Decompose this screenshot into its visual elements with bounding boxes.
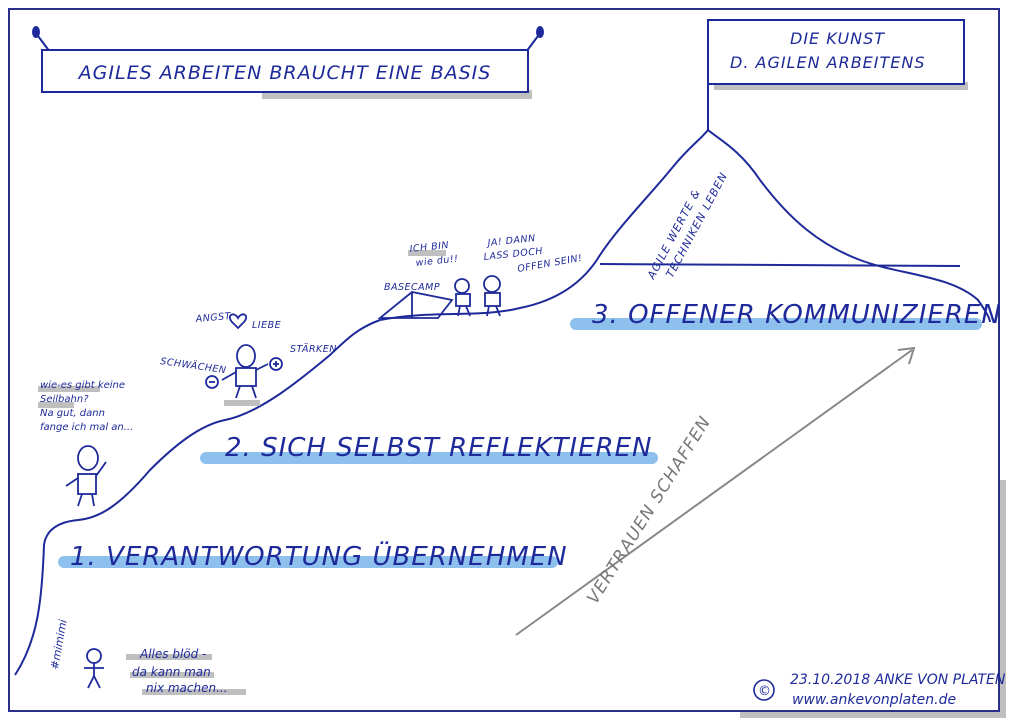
step-3-highlight xyxy=(570,318,982,330)
credit-line2: www.ankevonplaten.de xyxy=(792,692,956,708)
frame-shadow-bottom xyxy=(740,712,1006,718)
summit-sign: DIE KUNST D. AGILEN ARBEITENS xyxy=(707,19,968,130)
step-3-label: 3. OFFENER KOMMUNIZIEREN xyxy=(592,300,1002,330)
summit-sign-line1: DIE KUNST xyxy=(790,29,885,48)
page-title: AGILES ARBEITEN BRAUCHT EINE BASIS xyxy=(77,62,492,84)
schwaechen-label: SCHWÄCHEN xyxy=(160,356,228,376)
complainer-figure-icon xyxy=(84,648,104,689)
summit-text: AGILE WERTE & TECHNIKEN LEBEN xyxy=(644,170,730,282)
angst-label: ANGST xyxy=(194,311,232,325)
arrow-head-icon xyxy=(897,346,916,365)
summit-ledge xyxy=(599,263,961,267)
mountain-outline xyxy=(14,128,991,676)
copyright-icon xyxy=(753,679,775,701)
credit-line1: 23.10.2018 ANKE VON PLATEN xyxy=(790,672,1006,688)
title-banner: AGILES ARBEITEN BRAUCHT EINE BASIS xyxy=(32,26,544,99)
climber-speech-line2: Seilbahn? xyxy=(40,394,89,405)
step-2-highlight xyxy=(200,452,658,464)
title-box xyxy=(41,49,529,93)
liebe-label: LIEBE xyxy=(252,320,281,331)
trust-arrow xyxy=(515,346,916,636)
bottom-speech-line1: Alles blöd - xyxy=(139,647,206,661)
credit: © 23.10.2018 ANKE VON PLATEN www.ankevon… xyxy=(753,672,1006,708)
ja-dann-line1: JA! DANN xyxy=(485,233,536,249)
bottom-speech-line3: nix machen... xyxy=(146,681,228,695)
climber-speech-line3: Na gut, dann xyxy=(40,408,105,419)
pin-right-icon xyxy=(536,26,544,38)
copyright-symbol: © xyxy=(758,684,771,699)
heart-icon xyxy=(228,313,248,330)
climber-speech-line4: fange ich mal an... xyxy=(40,422,133,433)
basecamp-label: BASECAMP xyxy=(384,282,440,293)
climber-speech-line1: wie-es gibt keine xyxy=(40,380,125,391)
summit-sign-line2: D. AGILEN ARBEITENS xyxy=(730,53,926,72)
step-1-highlight xyxy=(58,556,558,568)
reflect-figure-icon xyxy=(205,313,283,399)
wie-du-label: wie du!! xyxy=(415,254,459,269)
step-2-label: 2. SICH SELBST REFLEKTIEREN xyxy=(225,433,652,463)
step-1-label: 1. VERANTWORTUNG ÜBERNEHMEN xyxy=(70,540,568,572)
canvas-frame xyxy=(8,8,1000,712)
summit-sign-box xyxy=(707,19,965,85)
frame-shadow-right xyxy=(1000,480,1006,716)
bottom-speech-line2: da kann man xyxy=(132,665,211,679)
camper-figures-icon xyxy=(454,275,501,317)
basecamp-tent-icon xyxy=(377,291,454,319)
ich-bin-label: ICH BIN xyxy=(409,240,449,255)
staerken-label: STÄRKEN xyxy=(290,344,337,355)
climber-figure-icon xyxy=(65,445,107,507)
mimimi-tag: #mimimi xyxy=(48,618,70,670)
pin-left-icon xyxy=(32,26,40,38)
